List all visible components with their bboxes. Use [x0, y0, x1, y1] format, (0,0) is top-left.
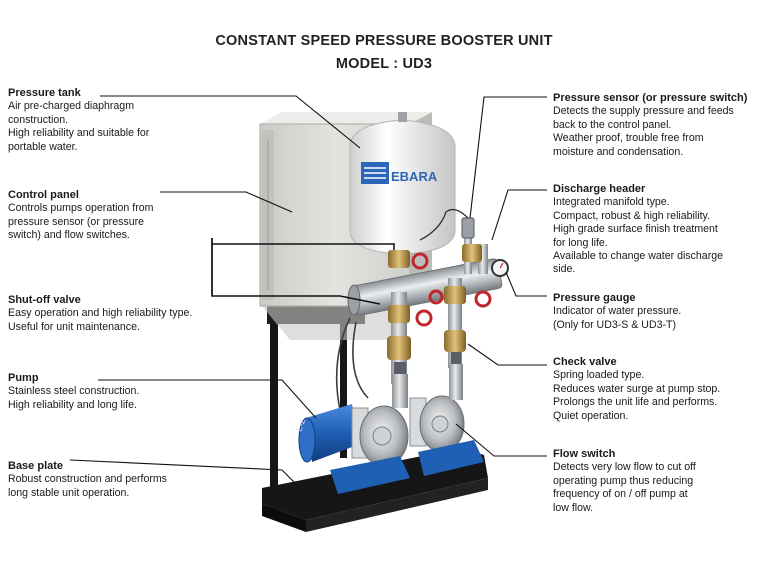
shutoff-valves — [388, 244, 492, 327]
callout-heading: Check valve — [553, 356, 617, 368]
callout-heading: Flow switch — [553, 448, 616, 460]
callout-discharge-header: Discharge header Integrated manifold typ… — [553, 183, 723, 277]
pressure-gauge — [491, 259, 509, 277]
callout-line: Indicator of water pressure. — [553, 305, 682, 318]
callout-line: Easy operation and high reliability type… — [8, 307, 193, 320]
pressure-tank: EBARA — [349, 112, 456, 268]
callout-line: switch) and flow switches. — [8, 229, 130, 242]
diagram-subtitle: MODEL : UD3 — [335, 56, 433, 72]
callout-pump: Pump Stainless steel construction. High … — [8, 372, 139, 412]
callout-line: for long life. — [553, 236, 608, 249]
brand-logo: EBARA — [391, 169, 438, 184]
callout-heading: Pressure sensor (or pressure switch) — [553, 92, 748, 104]
callout-line: pressure sensor (or pressure — [8, 215, 145, 228]
callout-pressure-sensor: Pressure sensor (or pressure switch) Det… — [553, 92, 747, 159]
callout-heading: Shut-off valve — [8, 294, 81, 306]
callout-line: Weather proof, trouble free from — [553, 132, 704, 145]
callout-line: back to the control panel. — [553, 118, 672, 131]
callout-line: Detects the supply pressure and feeds — [553, 105, 734, 118]
callout-pressure-gauge: Pressure gauge Indicator of water pressu… — [553, 292, 681, 332]
pressure-sensor — [419, 208, 475, 241]
callout-heading: Base plate — [8, 460, 64, 472]
callout-line: low flow. — [553, 501, 594, 514]
pump-left: E-Z — [294, 374, 410, 494]
callout-heading: Pressure gauge — [553, 292, 636, 304]
callout-line: (Only for UD3-S & UD3-T) — [553, 318, 677, 331]
pump-right — [409, 364, 484, 476]
callout-line: Available to change water discharge — [553, 250, 724, 263]
callout-line: Stainless steel construction. — [8, 385, 140, 398]
callout-heading: Pump — [8, 372, 39, 384]
callout-line: frequency of on / off pump at — [553, 488, 688, 501]
callout-line: Integrated manifold type. — [553, 196, 670, 209]
callout-line: Air pre-charged diaphragm — [8, 100, 135, 113]
callout-check-valve: Check valve Spring loaded type. Reduces … — [553, 356, 720, 423]
callout-line: Detects very low flow to cut off — [553, 461, 696, 474]
callout-line: moisture and condensation. — [553, 145, 684, 158]
callout-line: construction. — [8, 113, 69, 126]
callout-line: side. — [553, 263, 576, 276]
callout-control-panel: Control panel Controls pumps operation f… — [8, 189, 153, 243]
cables — [335, 317, 369, 411]
callout-line: Controls pumps operation from — [8, 202, 154, 215]
leader-lines — [69, 95, 547, 489]
callout-heading: Discharge header — [553, 183, 646, 195]
callout-line: High grade surface finish treatment — [553, 223, 718, 236]
callout-heading: Pressure tank — [8, 87, 81, 99]
callout-line: Compact, robust & high reliability. — [553, 209, 711, 222]
callout-line: High reliability and suitable for — [8, 127, 150, 140]
callout-flow-switch: Flow switch Detects very low flow to cut… — [553, 448, 696, 515]
callout-line: Robust construction and performs — [8, 473, 167, 486]
callout-line: Quiet operation. — [553, 409, 629, 422]
callout-line: Useful for unit maintenance. — [8, 320, 140, 333]
diagram-title: CONSTANT SPEED PRESSURE BOOSTER UNIT — [215, 33, 553, 49]
pump-badge: E-Z — [294, 417, 307, 432]
callout-line: portable water. — [8, 140, 78, 153]
callout-line: High reliability and long life. — [8, 398, 137, 411]
callout-line: Spring loaded type. — [553, 369, 645, 382]
callout-line: long stable unit operation. — [8, 486, 130, 499]
callout-line: Reduces water surge at pump stop. — [553, 382, 721, 395]
check-valves — [387, 330, 466, 374]
callout-heading: Control panel — [8, 189, 79, 201]
callout-shutoff-valve: Shut-off valve Easy operation and high r… — [8, 294, 192, 334]
callout-base-plate: Base plate Robust construction and perfo… — [8, 460, 167, 500]
callout-pressure-tank: Pressure tank Air pre-charged diaphragm … — [8, 87, 149, 154]
callout-line: Prolongs the unit life and performs. — [553, 396, 718, 409]
callout-line: operating pump thus reducing — [553, 474, 694, 487]
